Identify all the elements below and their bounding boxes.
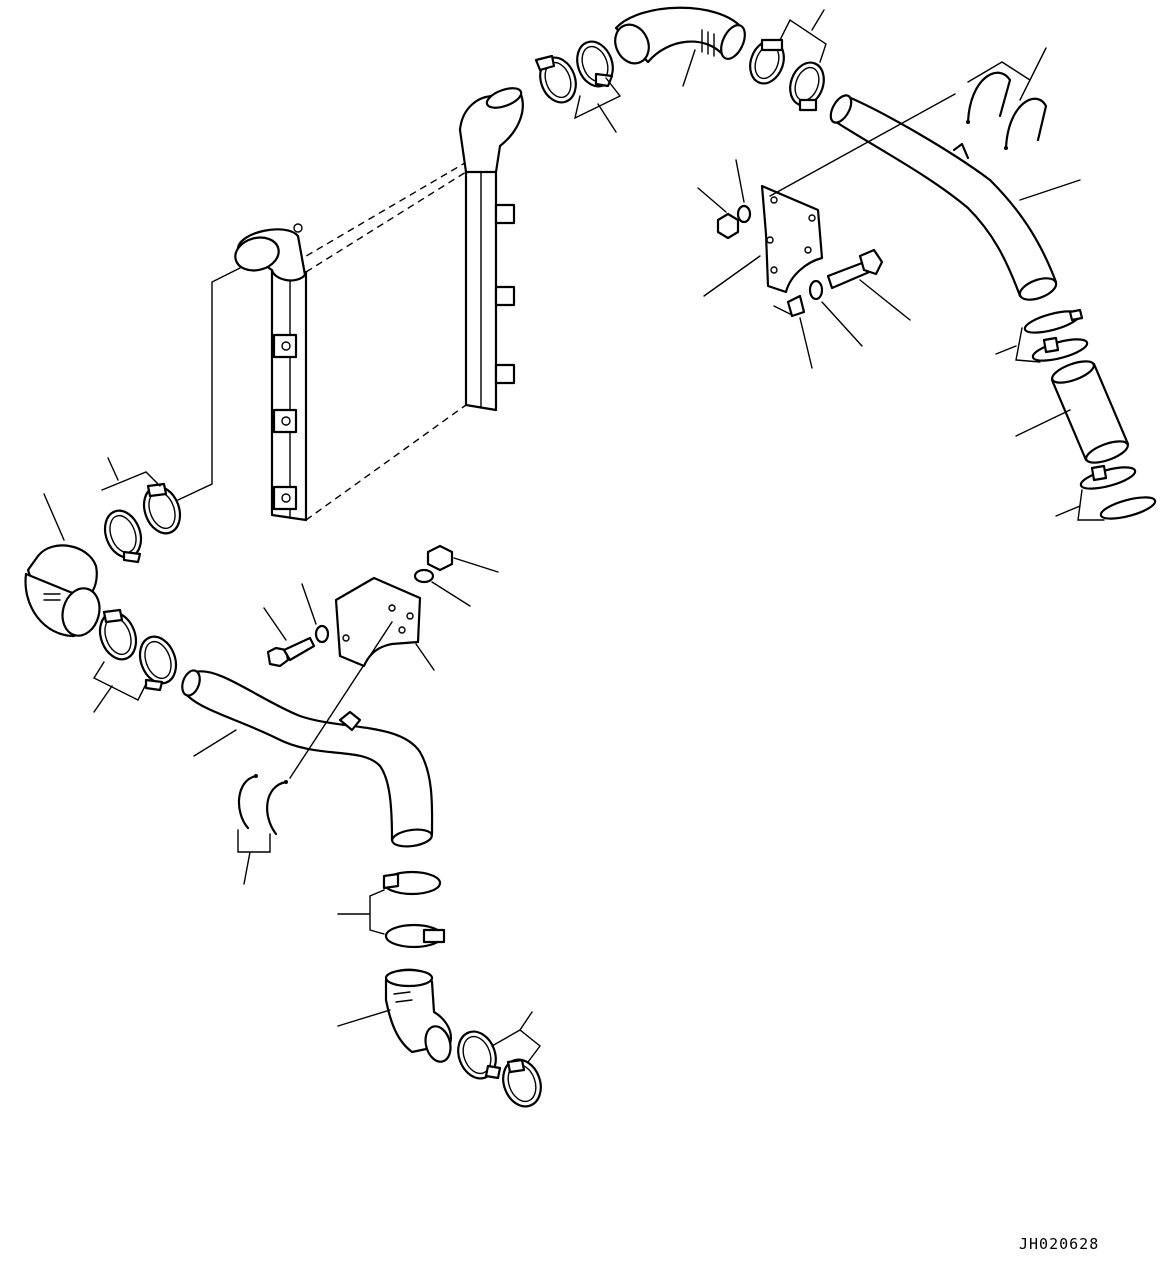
drawing-code-label: JH020628 [1019,1235,1100,1253]
right-bracket [760,184,824,294]
upper-elbow-hose [614,6,746,65]
right-bracket-hardware [716,204,884,318]
left-long-tube [181,669,434,848]
upper-right-clamp-pair [749,38,825,112]
right-clamps-lower [1079,464,1157,520]
lower-clamp-pair [382,870,446,949]
callout-leaders [43,9,1105,1063]
right-straight-hose [1050,360,1130,464]
left-bracket [334,576,422,668]
lower-elbow-hose [384,968,452,1063]
left-elbow-hose [24,544,101,638]
upper-clamp-pair [534,40,614,104]
right-long-tube [829,94,1058,301]
intercooler-core [234,87,524,522]
left-bracket-hardware [266,544,454,668]
lower-right-clamp-pair [457,1030,542,1108]
right-clamps-upper [1023,308,1089,362]
right-u-bolts [966,71,1048,150]
left-lower-clamp-pair [98,608,178,692]
left-u-bolts [237,774,288,836]
left-upper-clamp-pair [103,482,182,564]
